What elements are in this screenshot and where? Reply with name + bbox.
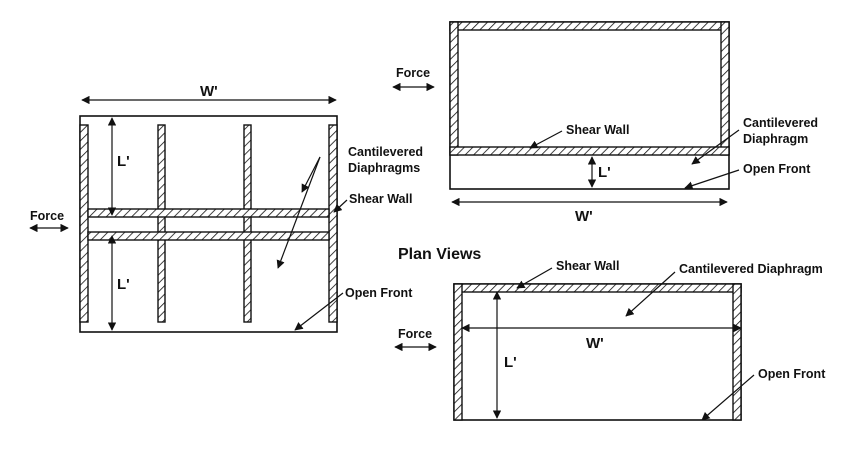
w-prime-label-bottom: W' bbox=[586, 335, 604, 352]
top-right-plan-outline bbox=[449, 21, 730, 190]
w-prime-label-top: W' bbox=[575, 208, 593, 225]
central-shear-wall-top bbox=[87, 208, 330, 218]
right-wall-top-plan bbox=[720, 21, 730, 156]
diaphragm-leader-1 bbox=[301, 156, 321, 193]
interior-wall-1 bbox=[157, 124, 166, 323]
left-plan: W' L' L' Force Cantilevered Diaphragms S… bbox=[29, 83, 427, 333]
top-wall-bottom-plan bbox=[453, 283, 742, 293]
w-prime-label: W' bbox=[200, 83, 218, 100]
diaphragm-leader-bottom bbox=[625, 271, 676, 317]
shear-wall-label-left: Shear Wall bbox=[349, 192, 412, 206]
interior-wall-2 bbox=[243, 124, 252, 323]
diaphragm-leader-2 bbox=[276, 156, 321, 269]
open-front-leader-top bbox=[684, 169, 740, 190]
top-wall bbox=[449, 21, 730, 31]
cantilevered-diaphragm-label-top: Cantilevered Diaphragm bbox=[743, 116, 822, 146]
shear-wall-leader-left bbox=[333, 199, 348, 213]
cantilevered-diaphragm-label-bottom: Cantilevered Diaphragm bbox=[679, 262, 823, 276]
l-prime-label-bottom: L' bbox=[504, 354, 517, 371]
l-prime-label-lower: L' bbox=[117, 276, 130, 293]
open-front-label-left: Open Front bbox=[345, 286, 413, 300]
open-front-label-bottom: Open Front bbox=[758, 367, 826, 381]
left-wall-bottom-plan bbox=[453, 283, 463, 421]
shear-wall-label-bottom: Shear Wall bbox=[556, 259, 619, 273]
force-label-top: Force bbox=[396, 66, 430, 80]
diaphragm-leader-top bbox=[691, 129, 740, 165]
central-shear-wall-bottom bbox=[87, 231, 330, 241]
shear-wall-top-plan bbox=[449, 146, 730, 156]
bottom-right-plan: Force Shear Wall Cantilevered Diaphragm … bbox=[394, 259, 826, 421]
force-label-left: Force bbox=[30, 209, 64, 223]
cantilevered-diaphragms-label: Cantilevered Diaphragms bbox=[348, 145, 427, 175]
shear-wall-leader-bottom bbox=[516, 267, 553, 289]
l-prime-label-top: L' bbox=[598, 164, 611, 181]
open-front-leader-left bbox=[294, 292, 344, 331]
top-right-plan: Force Shear Wall Cantilevered Diaphragm … bbox=[392, 21, 822, 225]
left-end-wall bbox=[79, 124, 89, 323]
open-front-leader-bottom bbox=[701, 374, 755, 421]
force-label-bottom: Force bbox=[398, 327, 432, 341]
shear-wall-leader-top bbox=[529, 130, 563, 149]
left-wall-top-plan bbox=[449, 21, 459, 156]
left-plan-outline bbox=[79, 115, 338, 333]
plan-views-title: Plan Views bbox=[398, 246, 481, 263]
shear-wall-label-top: Shear Wall bbox=[566, 123, 629, 137]
right-end-wall bbox=[328, 124, 338, 323]
open-front-label-top: Open Front bbox=[743, 162, 811, 176]
right-wall-bottom-plan bbox=[732, 283, 742, 421]
l-prime-label-upper: L' bbox=[117, 153, 130, 170]
